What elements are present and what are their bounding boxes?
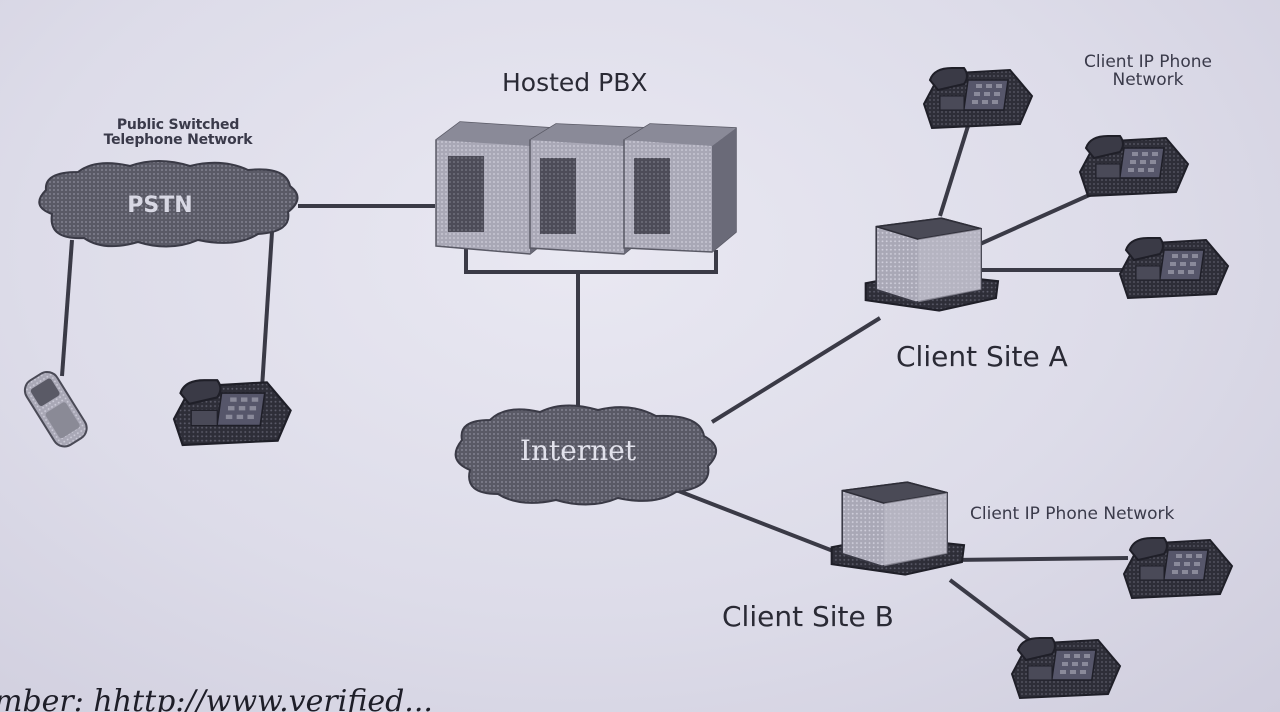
pstn-cloud-label: PSTN — [127, 193, 192, 218]
line-site-b-phone2 — [948, 578, 1042, 650]
line-internet-site-a — [710, 316, 882, 424]
site-a-ip-phone-2-icon — [1079, 135, 1189, 197]
pstn-full-label: Public Switched Telephone Network — [103, 117, 253, 148]
mobile-phone-icon — [23, 370, 88, 448]
internet-cloud-icon — [454, 404, 717, 506]
internet-cloud-label: Internet — [520, 434, 637, 467]
connection-lines — [60, 125, 1129, 650]
line-pbx-bus — [464, 248, 718, 274]
hosted-pbx-servers-icon — [435, 121, 737, 255]
site-b-ip-phone-2-icon — [1011, 637, 1121, 699]
line-internet-site-b — [675, 488, 847, 558]
client-ip-phone-network-b-label: Client IP Phone Network — [970, 504, 1175, 524]
pstn-desk-phone-icon — [172, 379, 292, 447]
hosted-pbx-label: Hosted PBX — [502, 68, 648, 97]
server-3 — [623, 123, 737, 253]
line-pstn-deskphone — [260, 231, 274, 389]
footer-partial-text: mber: hhttp://www.verified... — [0, 684, 433, 712]
line-site-a-phone2 — [979, 190, 1097, 246]
site-a-ip-phone-3-icon — [1119, 237, 1229, 299]
line-pstn-mobile — [60, 239, 74, 377]
client-site-b-label: Client Site B — [722, 600, 894, 633]
site-b-ip-phone-1-icon — [1123, 537, 1233, 599]
site-a-ip-phone-1-icon — [923, 67, 1033, 129]
pstn-cloud-icon — [38, 160, 299, 248]
client-site-b-hub-icon — [830, 481, 966, 576]
line-site-b-phone1 — [949, 556, 1129, 562]
client-site-a-hub-icon — [864, 217, 1000, 312]
client-site-a-label: Client Site A — [896, 340, 1068, 373]
server-2 — [529, 123, 649, 255]
client-ip-phone-network-a-label: Client IP Phone Network — [1084, 52, 1212, 90]
line-site-a-phone1 — [938, 125, 970, 217]
